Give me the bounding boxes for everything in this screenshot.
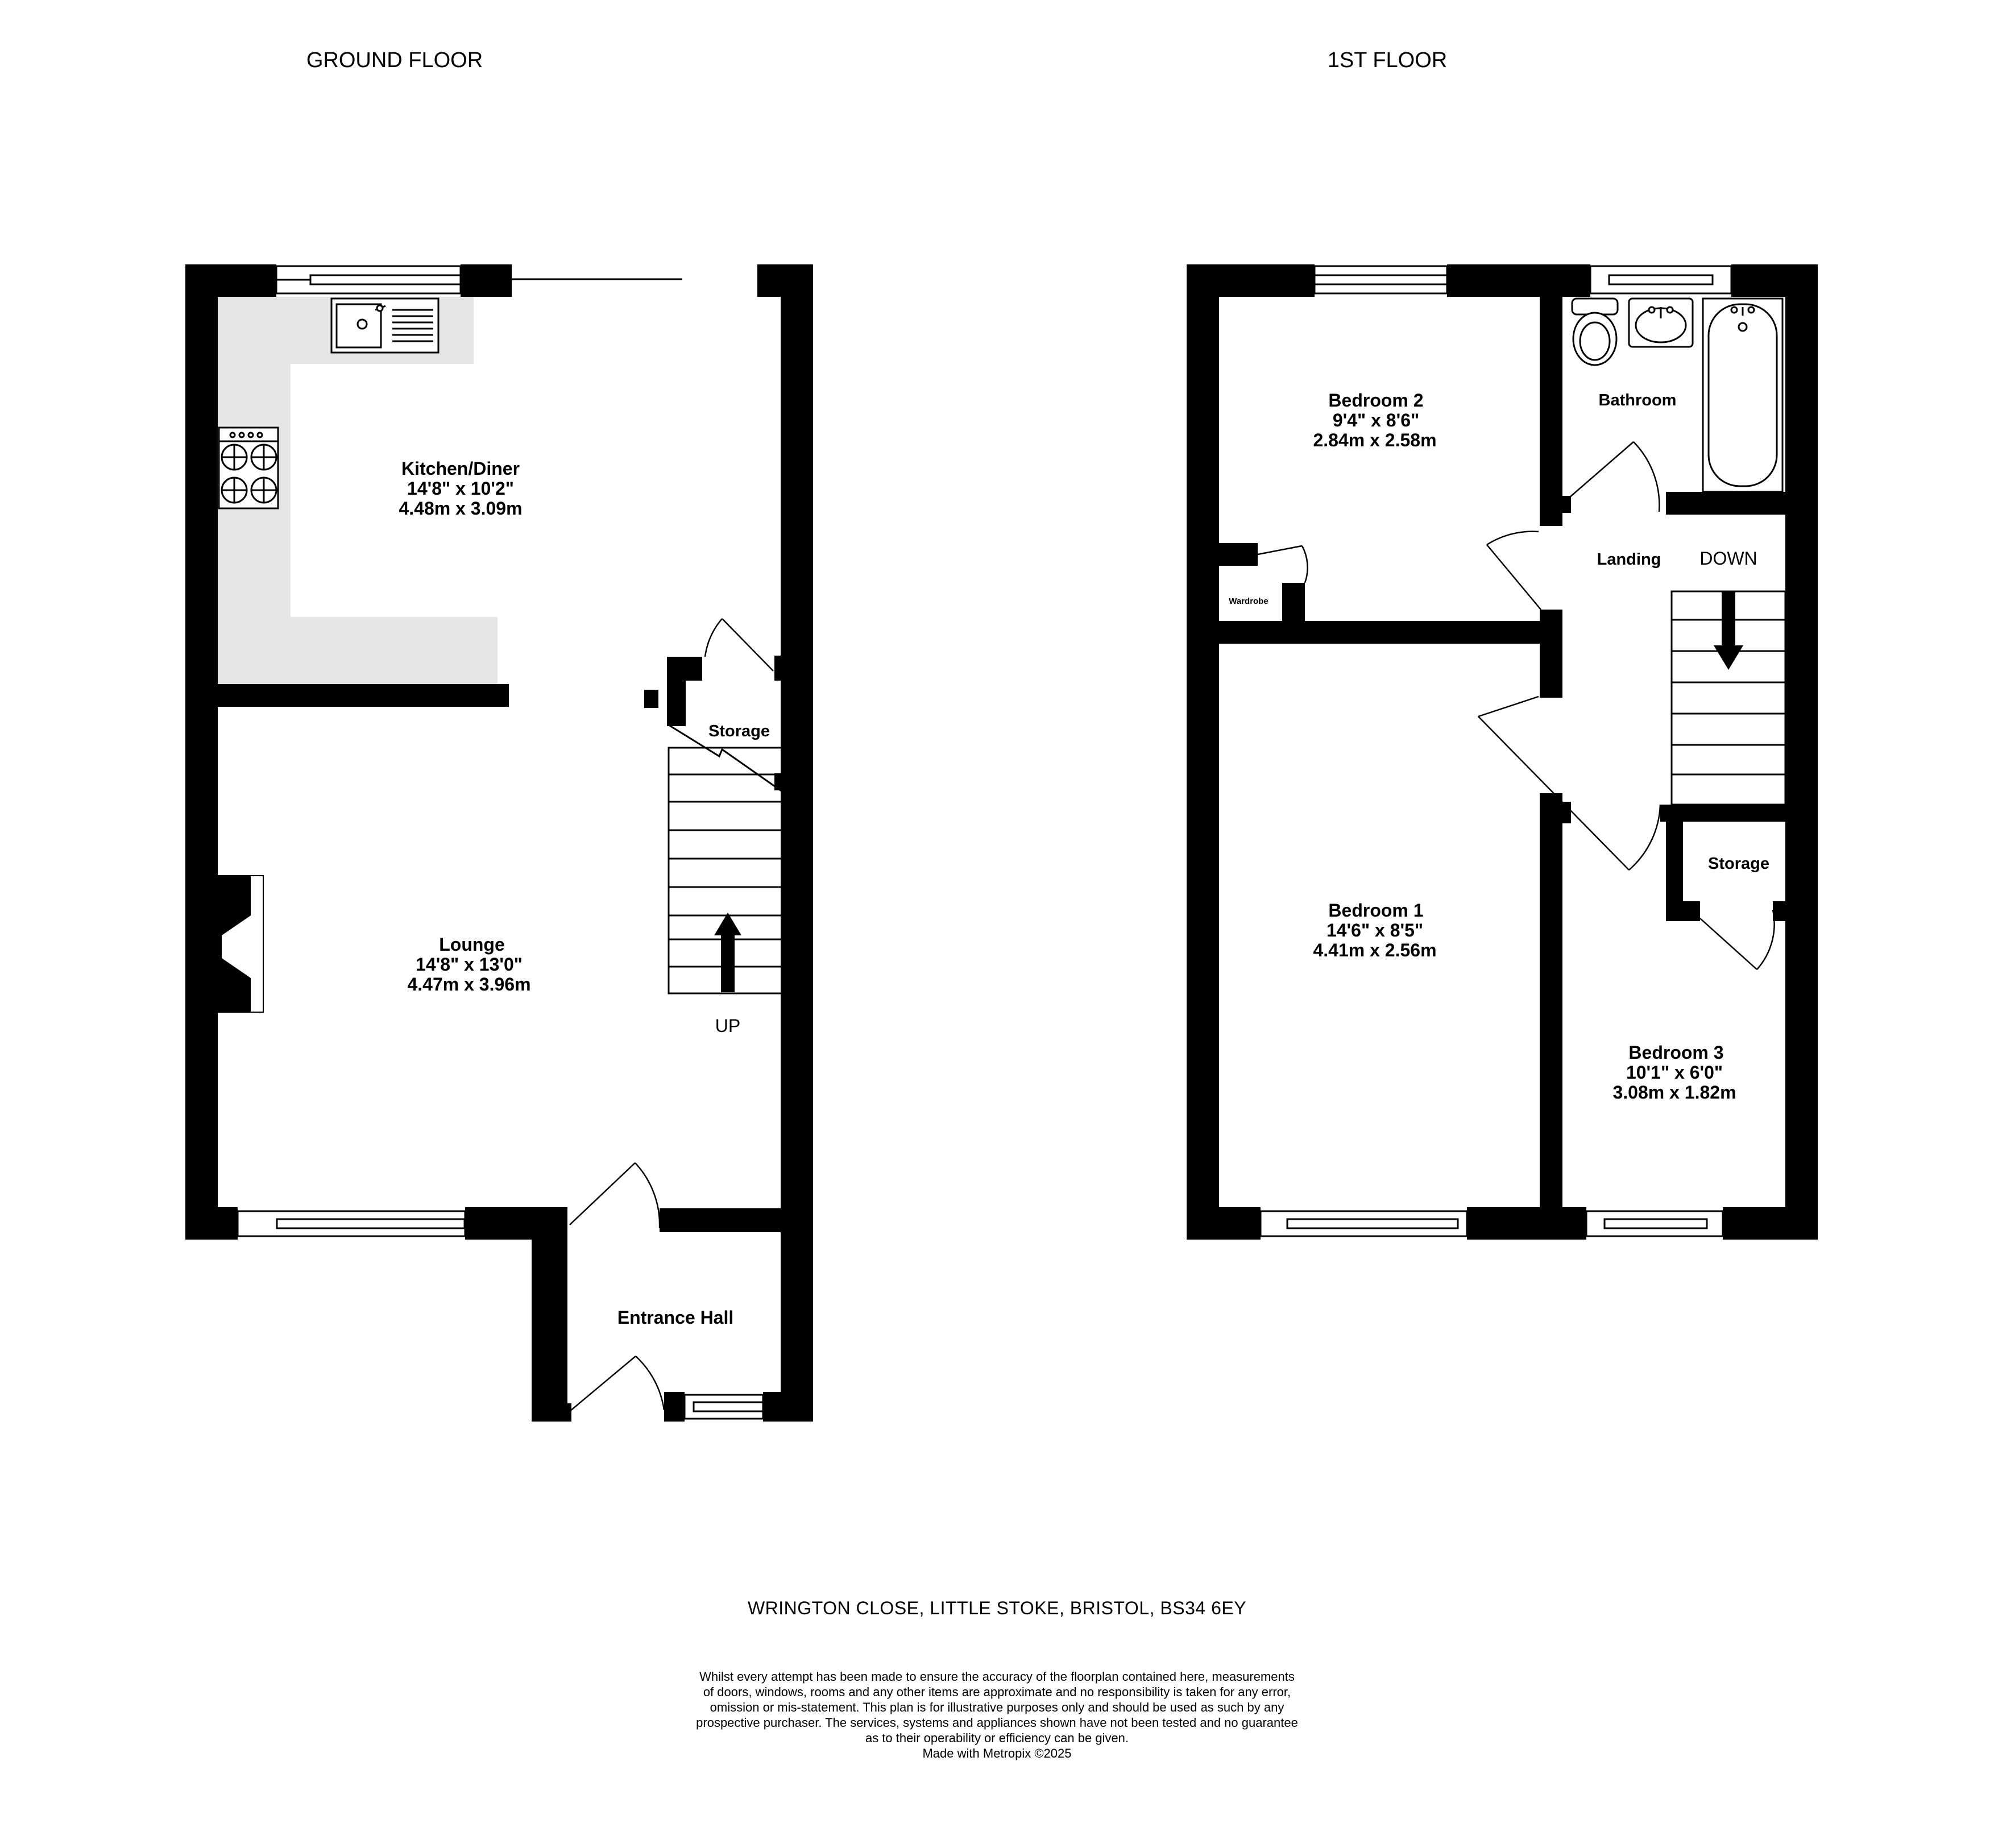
door	[569, 1162, 661, 1229]
wall	[774, 773, 786, 790]
toilet-icon	[1571, 297, 1619, 366]
wall	[1219, 543, 1258, 566]
staircase-up	[668, 724, 786, 995]
wall	[781, 264, 813, 1422]
wall	[1666, 901, 1700, 921]
property-address: WRINGTON CLOSE, LITTLE STOKE, BRISTOL, B…	[747, 1598, 1247, 1618]
disclaimer: Whilst every attempt has been made to en…	[597, 1669, 1397, 1761]
wall	[1219, 621, 1543, 644]
wall	[1187, 264, 1219, 1240]
stairs-up-label: UP	[715, 1016, 740, 1036]
wall	[1540, 495, 1562, 526]
wall	[1540, 610, 1562, 698]
door	[569, 1356, 665, 1412]
window	[1259, 1210, 1468, 1237]
wall	[1785, 264, 1818, 1240]
wardrobe-label: Wardrobe	[1229, 596, 1268, 606]
wall	[461, 264, 512, 297]
bedroom3-label: Bedroom 3	[1628, 1042, 1723, 1063]
wall	[667, 657, 686, 726]
bathroom-label: Bathroom	[1599, 391, 1677, 409]
wall	[644, 690, 658, 708]
door	[1478, 695, 1661, 871]
bedroom1-imperial: 14'6" x 8'5"	[1326, 920, 1423, 940]
bedroom1-metric: 4.41m x 2.56m	[1313, 940, 1436, 960]
metropix-credit: Made with Metropix ©2025	[922, 1746, 1072, 1760]
window	[275, 265, 462, 295]
wall	[1773, 901, 1785, 921]
disclaimer-line: Whilst every attempt has been made to en…	[699, 1669, 1295, 1684]
disclaimer-line: omission or mis-statement. This plan is …	[710, 1700, 1284, 1714]
wall	[1447, 264, 1590, 297]
wall	[1723, 1207, 1818, 1240]
window	[683, 1394, 764, 1420]
wall	[1660, 805, 1686, 822]
window	[1585, 1210, 1724, 1237]
landing-label: Landing	[1597, 550, 1661, 569]
lounge-metric: 4.47m x 3.96m	[407, 974, 530, 995]
wall	[763, 1392, 813, 1422]
stairs-arrow-up-icon	[714, 913, 741, 992]
door	[1564, 441, 1660, 512]
disclaimer-line: prospective purchaser. The services, sys…	[696, 1716, 1298, 1730]
bedroom3-metric: 3.08m x 1.82m	[1612, 1082, 1736, 1103]
first-floor-title: 1ST FLOOR	[1328, 48, 1447, 72]
first-floor-plan: Bedroom 2 9'4" x 8'6" 2.84m x 2.58m Bath…	[1187, 264, 1818, 1240]
kitchen-diner-imperial: 14'8" x 10'2"	[407, 478, 514, 499]
wall	[1467, 1207, 1586, 1240]
kitchen-worktop-bottom	[218, 617, 498, 684]
bedroom2-metric: 2.84m x 2.58m	[1313, 430, 1436, 450]
window	[237, 1210, 466, 1237]
bath-icon	[1702, 297, 1784, 493]
wall	[1666, 492, 1785, 515]
wall	[664, 1392, 685, 1422]
disclaimer-line: of doors, windows, rooms and any other i…	[703, 1685, 1291, 1699]
ground-floor-title: GROUND FLOOR	[306, 48, 483, 72]
bedroom3-imperial: 10'1" x 6'0"	[1626, 1062, 1723, 1083]
wall	[1540, 793, 1562, 1240]
sink-icon	[330, 297, 440, 354]
kitchen-diner-metric: 4.48m x 3.09m	[399, 498, 522, 519]
door	[1486, 531, 1541, 610]
door	[704, 618, 774, 672]
wall	[532, 1403, 571, 1422]
first-storage-label: Storage	[1708, 855, 1769, 873]
wall	[1540, 264, 1562, 526]
stairs-arrow-down-icon	[1714, 591, 1743, 670]
wall	[1282, 583, 1305, 628]
basin-icon	[1628, 297, 1694, 348]
kitchen-diner-label: Kitchen/Diner	[401, 458, 520, 479]
bedroom2-imperial: 9'4" x 8'6"	[1333, 410, 1419, 430]
ground-floor-plan: Kitchen/Diner 14'8" x 10'2" 4.48m x 3.09…	[185, 264, 813, 1422]
door	[1699, 909, 1775, 970]
bedroom2-label: Bedroom 2	[1328, 390, 1423, 411]
wall	[218, 684, 509, 707]
wall	[185, 1207, 238, 1240]
ground-storage-label: Storage	[708, 722, 770, 740]
stairs-down-label: DOWN	[1699, 548, 1757, 569]
entrance-hall-label: Entrance Hall	[617, 1307, 734, 1328]
wall	[1562, 802, 1571, 823]
wall	[185, 264, 218, 1240]
hob-icon	[218, 426, 279, 509]
window	[1313, 265, 1448, 295]
wall	[660, 1208, 790, 1232]
lounge-imperial: 14'8" x 13'0"	[416, 954, 523, 975]
wall	[532, 1207, 567, 1422]
wall	[1187, 264, 1315, 297]
wall	[1562, 496, 1571, 513]
fireplace-icon	[217, 875, 264, 1013]
wall	[774, 656, 786, 681]
window	[1589, 265, 1732, 295]
lounge-label: Lounge	[439, 934, 505, 955]
disclaimer-line: as to their operability or efficiency ca…	[865, 1731, 1129, 1745]
bedroom1-label: Bedroom 1	[1328, 900, 1423, 921]
wall	[1187, 1207, 1261, 1240]
door	[1257, 545, 1308, 583]
wall	[185, 264, 276, 297]
